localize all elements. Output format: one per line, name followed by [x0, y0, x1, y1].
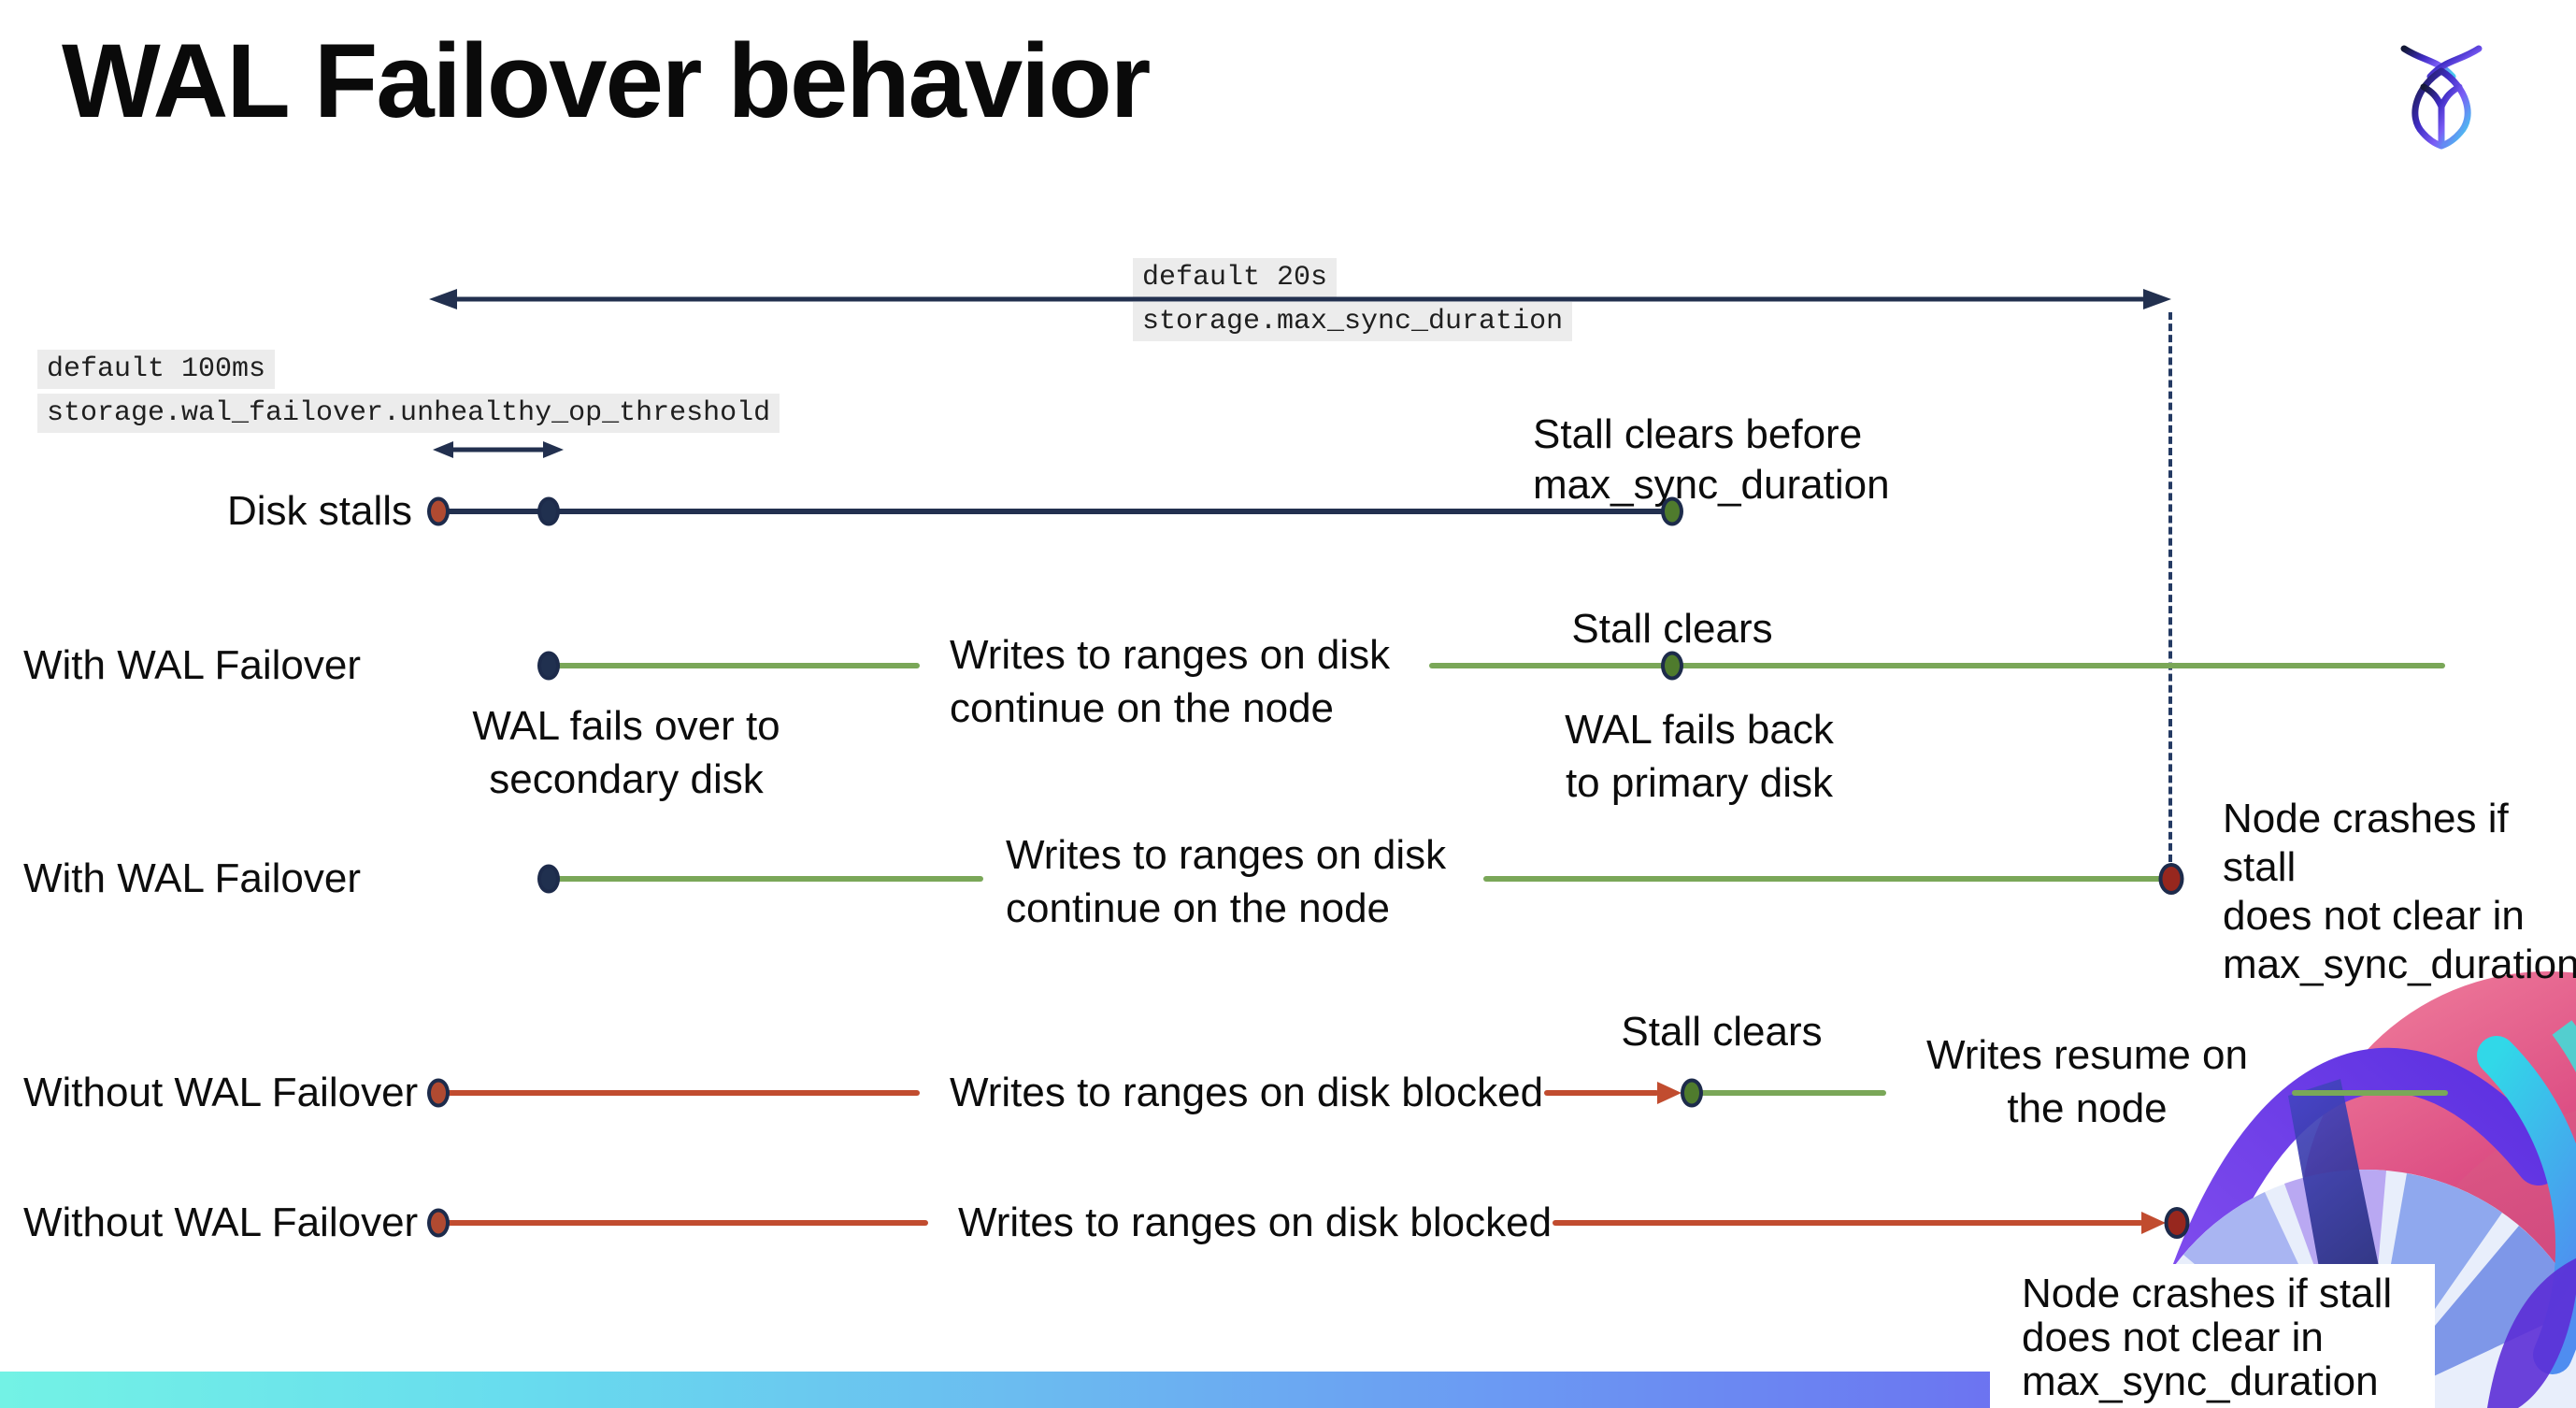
row2-with-wal-failover-label: With WAL Failover [23, 642, 362, 688]
row2-green-line-b [1429, 663, 2445, 668]
max-sync-default-label: default 20s [1133, 258, 1338, 297]
row4-green-line-b [2292, 1090, 2448, 1096]
note-writes-resume: Writes resume on the node [1926, 1032, 2248, 1131]
cockroachdb-logo-icon [2400, 45, 2483, 150]
row4-stall-start-dot [427, 1078, 450, 1108]
row3-with-wal-failover-label: With WAL Failover [23, 855, 362, 901]
unhealthy-op-default-label: default 100ms [37, 350, 276, 389]
threshold-arrowhead-right-icon [543, 441, 564, 458]
note-stall-clears-row2: Stall clears [1571, 606, 1773, 652]
note-writes-blocked-row5: Writes to ranges on disk blocked [958, 1200, 1553, 1245]
note-stall-clears-row4: Stall clears [1621, 1009, 1823, 1055]
row4-red-line-b [1544, 1090, 1659, 1096]
note-writes-continue-row3: Writes to ranges on disk continue on the… [1006, 832, 1447, 931]
row3-failover-dot [537, 864, 560, 894]
node-crash-note-box: Node crashes if stall does not clear in … [1990, 1264, 2435, 1408]
row5-crash-dot [2164, 1207, 2190, 1239]
threshold-range-arrow-line [441, 447, 555, 453]
row5-red-arrowhead-icon [2141, 1212, 2166, 1234]
row2-stall-clears-dot [1661, 651, 1683, 681]
row3-green-line-b [1483, 876, 2168, 882]
row4-stall-clears-dot [1681, 1078, 1703, 1108]
note-wal-fails-back: WAL fails back to primary disk [1565, 707, 1834, 806]
logo-wings [2420, 83, 2463, 147]
max-sync-setting-label: storage.max_sync_duration [1133, 302, 1573, 341]
note-stall-clears-before: Stall clears before max_sync_duration [1533, 411, 1890, 508]
row4-green-line-a [1692, 1090, 1886, 1096]
max-sync-duration-arrow-line [439, 296, 2161, 302]
row5-red-line-a [438, 1220, 928, 1226]
row-disk-stalls-label: Disk stalls [227, 488, 413, 534]
row2-green-line-a [549, 663, 920, 668]
row5-red-line-b [1553, 1220, 2143, 1226]
note-node-crashes-row5: Node crashes if stall does not clear in … [2022, 1271, 2393, 1404]
row1-stall-start-dot [427, 496, 450, 526]
row3-green-line-a [549, 876, 983, 882]
row1-stall-clears-dot [1661, 496, 1683, 526]
row4-without-wal-failover-label: Without WAL Failover [23, 1070, 419, 1115]
row5-without-wal-failover-label: Without WAL Failover [23, 1200, 419, 1245]
note-node-crashes-row3: Node crashes if stall does not clear in … [2223, 796, 2576, 987]
row1-threshold-dot [537, 496, 560, 526]
row4-red-line-a [438, 1090, 920, 1096]
row2-failover-dot [537, 651, 560, 681]
art-violet-leaf [2487, 1258, 2576, 1408]
row1-stall-line [438, 509, 1672, 514]
row5-stall-start-dot [427, 1208, 450, 1238]
note-writes-continue-row2: Writes to ranges on disk continue on the… [950, 632, 1391, 731]
note-writes-blocked-row4: Writes to ranges on disk blocked [950, 1070, 1544, 1115]
page-title: WAL Failover behavior [62, 22, 1151, 139]
max-sync-arrowhead-right-icon [2143, 289, 2171, 309]
max-sync-arrowhead-left-icon [429, 289, 457, 309]
unhealthy-op-setting-label: storage.wal_failover.unhealthy_op_thresh… [37, 394, 780, 433]
note-wal-fails-over: WAL fails over to secondary disk [472, 703, 780, 802]
row3-crash-dot [2158, 863, 2184, 895]
max-sync-deadline-dashed-line [2168, 312, 2172, 862]
threshold-arrowhead-left-icon [433, 441, 453, 458]
row4-red-arrowhead-icon [1657, 1082, 1682, 1104]
